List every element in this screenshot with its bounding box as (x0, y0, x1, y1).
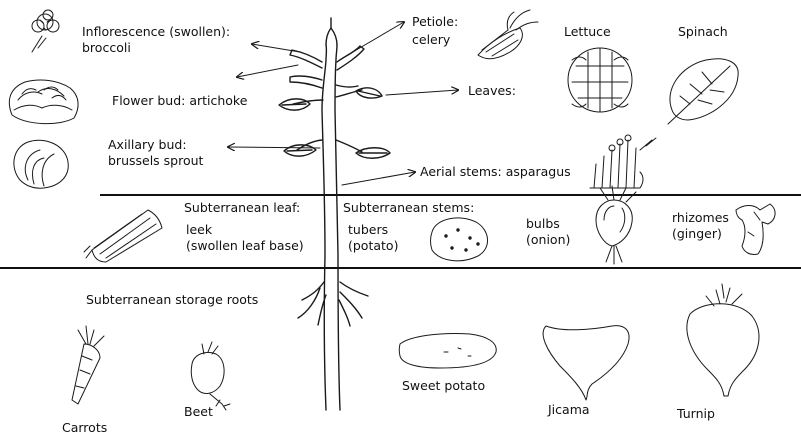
leek-drawing (84, 210, 162, 262)
flower-bud-label: Flower bud: artichoke (112, 93, 247, 109)
beet-drawing (191, 342, 230, 410)
celery-drawing (478, 10, 538, 59)
jicama-drawing (543, 326, 629, 400)
lettuce-drawing (568, 48, 632, 112)
rhizomes-label: rhizomes (672, 210, 729, 226)
asparagus-drawing (590, 135, 656, 188)
leek-detail-label: (swollen leaf base) (186, 238, 304, 254)
broccoli-drawing (32, 10, 59, 52)
carrot-drawing (72, 326, 104, 404)
ginger-label: (ginger) (672, 226, 722, 242)
tubers-label: tubers (348, 222, 388, 238)
celery-label: celery (412, 32, 450, 48)
potato-drawing (431, 218, 488, 261)
leaves-label: Leaves: (468, 83, 516, 99)
onion-drawing (596, 186, 636, 264)
bulbs-label: bulbs (526, 216, 560, 232)
axillary-bud-label: Axillary bud: (108, 137, 187, 153)
broccoli-label: broccoli (82, 40, 131, 56)
subterranean-leaf-title: Subterranean leaf: (184, 200, 300, 216)
arrow-leaves (386, 90, 458, 95)
spinach-label: Spinach (678, 24, 728, 40)
inflorescence-label: Inflorescence (swollen): (82, 24, 230, 40)
potato-label: (potato) (348, 238, 398, 254)
arrow-inflorescence (252, 44, 300, 52)
sweet-potato-label: Sweet potato (402, 378, 485, 394)
aerial-stems-label: Aerial stems: asparagus (420, 164, 571, 180)
sweet-potato-drawing (399, 333, 496, 368)
turnip-drawing (687, 284, 759, 396)
spinach-drawing (668, 59, 738, 124)
arrow-aerial-stems (342, 172, 415, 185)
brussels-sprout-label: brussels sprout (108, 153, 203, 169)
leek-label: leek (186, 222, 212, 238)
storage-roots-title: Subterranean storage roots (86, 292, 258, 308)
arrow-flower-bud (237, 65, 298, 77)
arrow-petiole (346, 22, 404, 56)
artichoke-drawing (9, 80, 78, 124)
brussels-sprout-drawing (14, 140, 68, 188)
subterranean-stems-title: Subterranean stems: (343, 200, 474, 216)
petiole-label: Petiole: (412, 14, 458, 30)
jicama-label: Jicama (548, 402, 590, 418)
turnip-label: Turnip (677, 406, 715, 422)
lettuce-label: Lettuce (564, 24, 611, 40)
onion-label: (onion) (526, 232, 570, 248)
arrow-axillary-bud (228, 147, 320, 148)
carrots-label: Carrots (62, 420, 107, 436)
ginger-drawing (736, 204, 775, 255)
beet-label: Beet (184, 404, 213, 420)
